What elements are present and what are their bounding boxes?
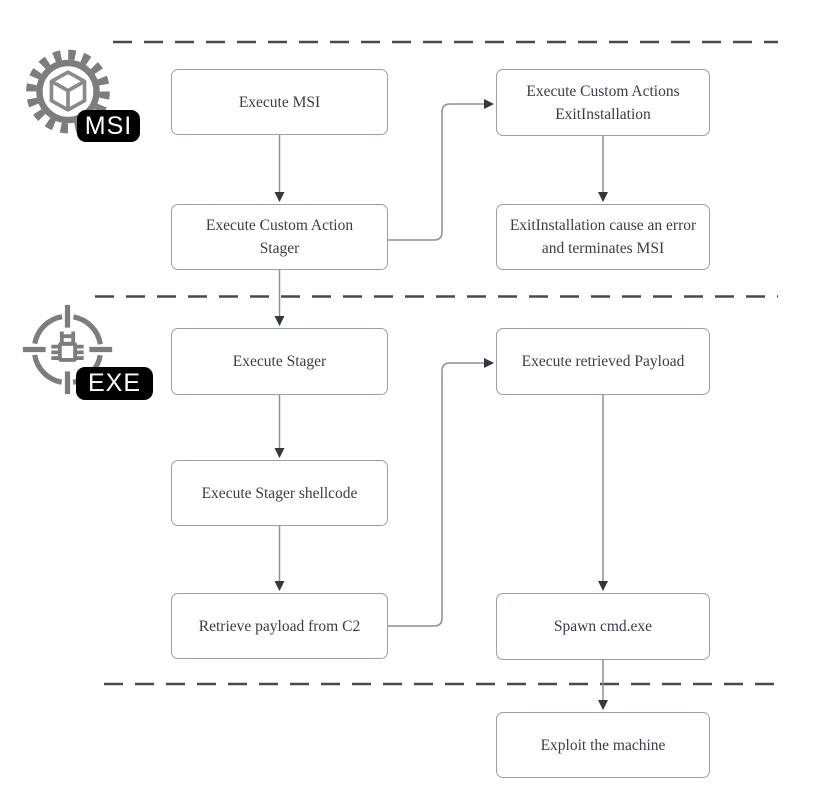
node-execute-msi: Execute MSI [171, 69, 388, 135]
node-execute-stager: Execute Stager [171, 328, 388, 395]
node-label: Execute Stager shellcode [201, 484, 358, 502]
msi-badge-label: MSI [84, 111, 133, 140]
node-label: Spawn cmd.exe [553, 618, 653, 635]
node-retrieve-payload-from-c2: Retrieve payload from C2 [171, 593, 388, 659]
node-label: ExitInstallation [555, 105, 651, 123]
node-label: Execute Stager [232, 353, 327, 370]
edge-stager-to-exitactions [388, 99, 494, 241]
node-label: Exploit the machine [540, 736, 666, 754]
exe-badge: EXE [76, 367, 153, 400]
node-label: Execute Custom Actions [526, 82, 680, 100]
node-label: Execute Custom Action [205, 217, 354, 234]
node-label: Execute MSI [238, 93, 321, 111]
node-exploit-the-machine: Exploit the machine [496, 712, 710, 778]
bug-icon [51, 331, 84, 362]
node-label: Stager [259, 240, 300, 257]
node-execute-stager-shellcode: Execute Stager shellcode [171, 460, 388, 526]
edge-retrieve-c2-to-payload [388, 358, 494, 627]
node-execute-retrieved-payload: Execute retrieved Payload [496, 328, 710, 395]
node-execute-custom-actions-exitinstallation: Execute Custom Actions ExitInstallation [496, 69, 710, 136]
node-label: Execute retrieved Payload [521, 353, 685, 370]
node-spawn-cmd-exe: Spawn cmd.exe [496, 593, 710, 660]
bug-crosshair-icon [22, 304, 113, 395]
exe-badge-label: EXE [87, 369, 142, 397]
node-execute-custom-action-stager: Execute Custom Action Stager [171, 204, 388, 270]
node-label: and terminates MSI [541, 240, 665, 257]
node-label: Retrieve payload from C2 [198, 617, 361, 635]
gear-package-icon [26, 49, 110, 134]
node-exitinstallation-error-terminates-msi: ExitInstallation cause an error and term… [496, 204, 710, 270]
msi-badge: MSI [77, 110, 140, 142]
package-cube-icon [49, 70, 87, 112]
node-label: ExitInstallation cause an error [509, 217, 697, 234]
